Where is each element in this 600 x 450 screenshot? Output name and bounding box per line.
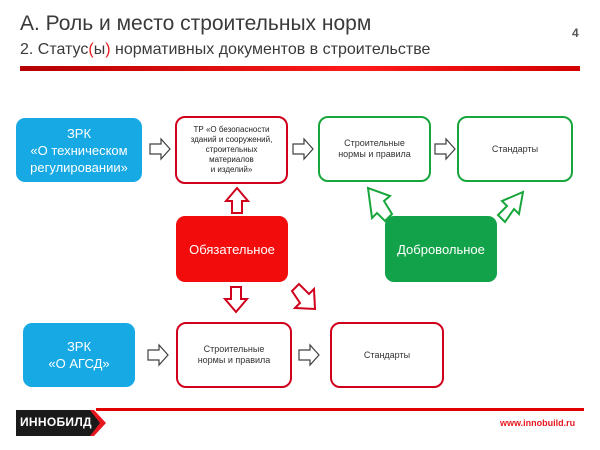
voluntary-label: Добровольное bbox=[397, 241, 485, 257]
sn-top-line: Строительные bbox=[344, 138, 405, 148]
zrk-agsd-box: ЗРК «О АГСД» bbox=[23, 323, 135, 387]
innobuild-logo bbox=[16, 410, 106, 436]
tp-line: ТР «О безопасности bbox=[193, 125, 270, 134]
building-norms-top-box: Строительные нормы и правила bbox=[318, 116, 431, 182]
standards-top-label: Стандарты bbox=[491, 143, 539, 154]
mandatory-box: Обязательное bbox=[176, 216, 288, 282]
standards-bottom-label: Стандарты bbox=[363, 349, 411, 360]
slide-subtitle: 2. Статус(ы) нормативных документов в ст… bbox=[20, 41, 430, 59]
tp-line: зданий и сооружений, bbox=[190, 135, 273, 144]
logo-text: ИННОБИЛД bbox=[20, 415, 92, 429]
tech-regulation-box: ТР «О безопасности зданий и сооружений, … bbox=[175, 116, 288, 184]
zrk-agsd-line: ЗРК bbox=[66, 339, 92, 354]
zrk-agsd-line: «О АГСД» bbox=[48, 356, 110, 371]
sn-bottom-line: нормы и правила bbox=[197, 355, 271, 365]
header-divider bbox=[20, 66, 580, 71]
slide-title: А. Роль и место строительных норм bbox=[20, 12, 372, 35]
footer-divider bbox=[96, 408, 584, 411]
zrk-tech-regulation-box: ЗРК «О техническом регулировании» bbox=[16, 118, 142, 182]
zrk-tech-line: регулировании» bbox=[30, 159, 128, 175]
mandatory-label: Обязательное bbox=[189, 241, 275, 257]
voluntary-box: Добровольное bbox=[385, 216, 497, 282]
subtitle-suffix: нормативных документов в строительстве bbox=[110, 41, 431, 58]
subtitle-paren-open: ( bbox=[88, 41, 94, 58]
tp-line: материалов bbox=[209, 155, 254, 164]
zrk-tech-line: ЗРК bbox=[66, 125, 92, 141]
subtitle-prefix: 2. Статус bbox=[20, 41, 89, 58]
page-number: 4 bbox=[572, 26, 579, 40]
arrow-diagonal-icon bbox=[290, 282, 317, 311]
arrow-right-icon bbox=[298, 343, 320, 367]
arrow-right-icon bbox=[434, 137, 456, 161]
standards-top-box: Стандарты bbox=[457, 116, 573, 182]
subtitle-paren-word: ы bbox=[93, 41, 106, 58]
arrow-right-icon bbox=[147, 343, 169, 367]
tp-line: строительных bbox=[205, 145, 258, 154]
standards-bottom-box: Стандарты bbox=[330, 322, 444, 388]
sn-bottom-line: Строительные bbox=[203, 344, 265, 354]
arrow-diagonal-icon bbox=[496, 190, 525, 224]
arrow-right-icon bbox=[292, 137, 314, 161]
arrow-diagonal-icon bbox=[366, 186, 394, 223]
sn-top-line: нормы и правила bbox=[338, 149, 411, 159]
arrow-right-icon bbox=[149, 137, 171, 161]
subtitle-paren-close: ) bbox=[105, 41, 111, 58]
arrow-up-icon bbox=[223, 186, 251, 214]
tp-line: и изделий» bbox=[210, 165, 253, 174]
zrk-tech-line: «О техническом bbox=[30, 142, 128, 158]
arrow-down-icon bbox=[222, 286, 250, 314]
building-norms-bottom-box: Строительные нормы и правила bbox=[176, 322, 292, 388]
website-link[interactable]: www.innobuild.ru bbox=[500, 418, 576, 428]
